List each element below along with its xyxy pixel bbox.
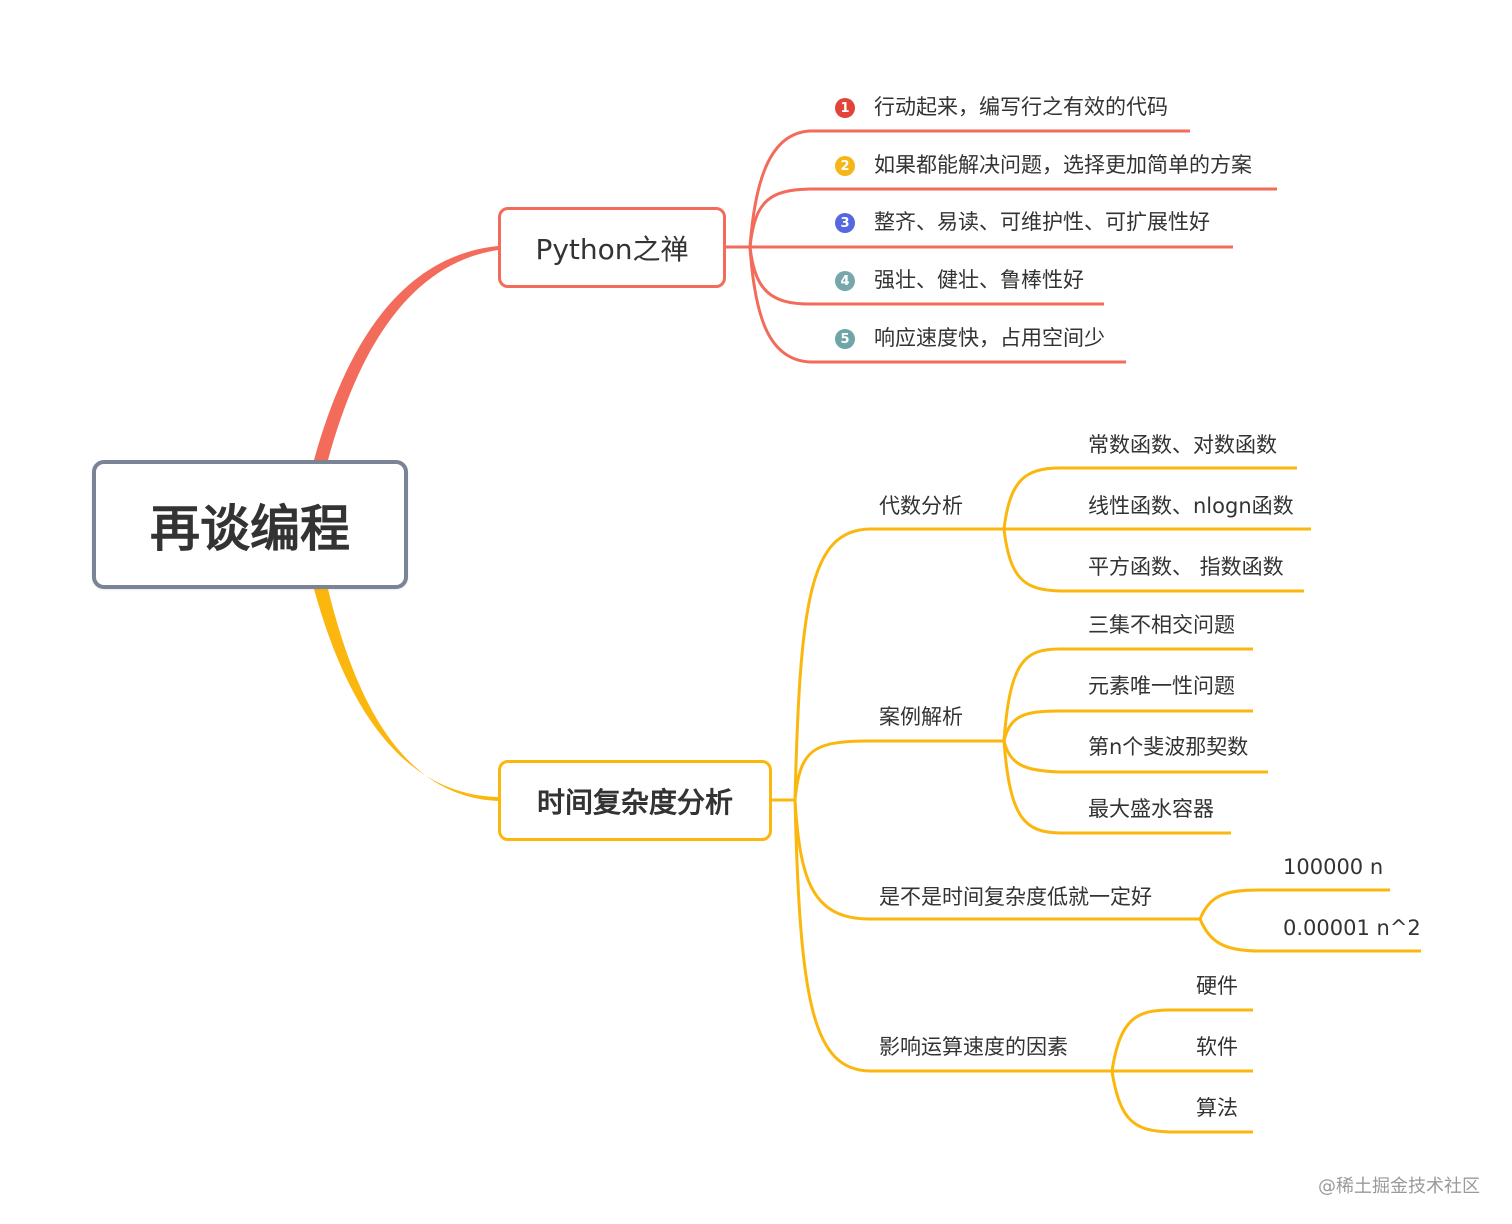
python-item-2[interactable]: 如果都能解决问题，选择更加简单的方案 (874, 153, 1252, 177)
topic-python-zen[interactable]: Python之禅 (498, 207, 726, 288)
link-root-python (314, 246, 498, 460)
python-item-1[interactable]: 行动起来，编写行之有效的代码 (874, 95, 1168, 119)
subtopic-speed-factors[interactable]: 影响运算速度的因素 (879, 1035, 1068, 1059)
link-root-time (314, 589, 498, 801)
case-item-2[interactable]: 元素唯一性问题 (1088, 674, 1235, 698)
algebra-item-2[interactable]: 线性函数、nlogn函数 (1088, 494, 1294, 518)
compare-item-1[interactable]: 100000 n (1283, 855, 1384, 879)
algebra-item-1[interactable]: 常数函数、对数函数 (1088, 433, 1277, 457)
watermark: @稀土掘金技术社区 (1318, 1176, 1480, 1197)
factor-item-2[interactable]: 软件 (1196, 1035, 1238, 1059)
subtopic-lower-better[interactable]: 是不是时间复杂度低就一定好 (879, 885, 1152, 909)
time-links (772, 466, 1421, 1134)
root-topic[interactable]: 再谈编程 (92, 460, 408, 589)
factor-item-3[interactable]: 算法 (1196, 1096, 1238, 1120)
topic-time-complexity[interactable]: 时间复杂度分析 (498, 760, 772, 841)
factor-item-1[interactable]: 硬件 (1196, 974, 1238, 998)
case-item-4[interactable]: 最大盛水容器 (1088, 797, 1214, 821)
badge-3-icon: 3 (835, 213, 855, 233)
subtopic-algebra[interactable]: 代数分析 (879, 494, 963, 518)
python-item-5[interactable]: 响应速度快，占用空间少 (874, 326, 1105, 350)
subtopic-cases[interactable]: 案例解析 (879, 705, 963, 729)
compare-item-2[interactable]: 0.00001 n^2 (1283, 916, 1421, 940)
python-item-4[interactable]: 强壮、健壮、鲁棒性好 (874, 268, 1084, 292)
badge-5-icon: 5 (835, 329, 855, 349)
badge-2-icon: 2 (835, 156, 855, 176)
case-item-1[interactable]: 三集不相交问题 (1088, 613, 1235, 637)
case-item-3[interactable]: 第n个斐波那契数 (1088, 735, 1249, 759)
python-links (726, 129, 1277, 364)
badge-4-icon: 4 (835, 271, 855, 291)
algebra-item-3[interactable]: 平方函数、 指数函数 (1088, 555, 1284, 579)
python-item-3[interactable]: 整齐、易读、可维护性、可扩展性好 (874, 210, 1210, 234)
badge-1-icon: 1 (835, 98, 855, 118)
